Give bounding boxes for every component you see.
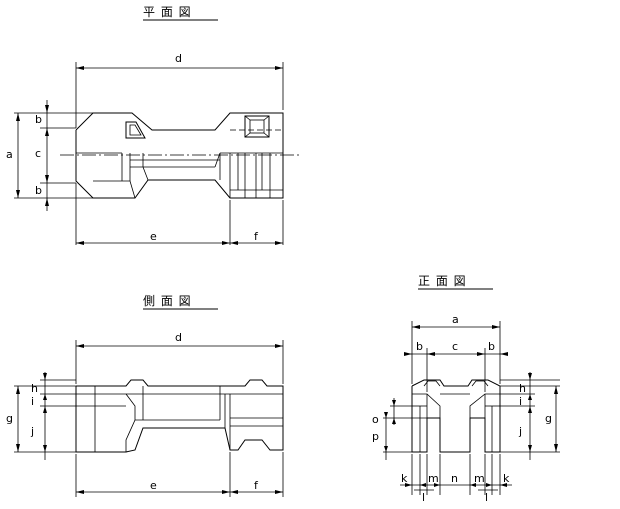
plan-dim-d-label: d bbox=[175, 52, 182, 65]
side-dim-f-label: f bbox=[254, 479, 259, 492]
plan-dim-d: d bbox=[75, 52, 284, 128]
plan-left-lug-marker bbox=[125, 121, 146, 139]
plan-dim-b-top-label: b bbox=[35, 113, 42, 126]
front-dim-bcb: b c b bbox=[404, 340, 508, 392]
side-dim-e-label: e bbox=[150, 479, 157, 492]
front-outline bbox=[411, 379, 501, 453]
side-dim-i-label: i bbox=[31, 395, 34, 408]
front-dim-p-label: p bbox=[372, 430, 379, 443]
side-dim-d: d bbox=[75, 331, 284, 384]
front-dim-b-left-label: b bbox=[416, 340, 423, 353]
side-dim-g-label: g bbox=[6, 412, 13, 425]
side-outline bbox=[75, 379, 284, 453]
front-dim-h-label: h bbox=[519, 382, 526, 395]
side-view-title: 側 面 図 bbox=[143, 294, 192, 308]
side-view: 側 面 図 d bbox=[6, 294, 284, 497]
front-dim-po: p o bbox=[372, 398, 427, 460]
plan-outline bbox=[75, 112, 284, 199]
front-dim-l-right-label: l bbox=[485, 491, 488, 504]
plan-view: 平 面 図 bbox=[6, 5, 300, 245]
side-dim-h-label: h bbox=[31, 382, 38, 395]
front-dim-m-left-label: m bbox=[428, 472, 439, 485]
front-dim-i-label: i bbox=[519, 395, 522, 408]
front-dim-k-left-label: k bbox=[401, 472, 408, 485]
side-dim-d-label: d bbox=[175, 331, 182, 344]
front-dim-b-right-label: b bbox=[488, 340, 495, 353]
plan-dim-e-label: e bbox=[150, 230, 157, 243]
front-dim-g-label: g bbox=[545, 412, 552, 425]
plan-dim-f-label: f bbox=[254, 230, 259, 243]
plan-dim-a-label: a bbox=[6, 148, 13, 161]
plan-dim-ef: e f bbox=[75, 183, 284, 245]
front-view: 正 面 図 a bbox=[372, 274, 560, 504]
front-dim-a: a bbox=[411, 313, 501, 384]
side-dim-j-label: j bbox=[30, 425, 34, 438]
plan-view-title: 平 面 図 bbox=[143, 5, 192, 19]
plan-dim-a: a bbox=[6, 112, 93, 199]
front-view-title: 正 面 図 bbox=[418, 274, 467, 288]
side-dim-vertical: g i h j bbox=[6, 372, 76, 460]
front-dim-k-right-label: k bbox=[503, 472, 510, 485]
plan-dim-bcb: b c b bbox=[35, 100, 76, 211]
side-dim-ef: e f bbox=[75, 452, 284, 497]
plan-dim-b-bottom-label: b bbox=[35, 184, 42, 197]
front-dim-o-label: o bbox=[372, 413, 379, 426]
front-dim-kmnmk: k m n m k l l bbox=[400, 454, 512, 504]
plan-dim-c-label: c bbox=[35, 147, 41, 160]
plan-right-lug-marker bbox=[244, 115, 270, 138]
front-dim-a-label: a bbox=[452, 313, 459, 326]
front-dim-c-label: c bbox=[452, 340, 458, 353]
front-dim-l-left-label: l bbox=[422, 491, 425, 504]
front-dim-j-label: j bbox=[518, 425, 522, 438]
front-dim-n-label: n bbox=[451, 472, 458, 485]
front-dim-ihjg: i h j g bbox=[500, 372, 560, 460]
front-dim-m-right-label: m bbox=[474, 472, 485, 485]
